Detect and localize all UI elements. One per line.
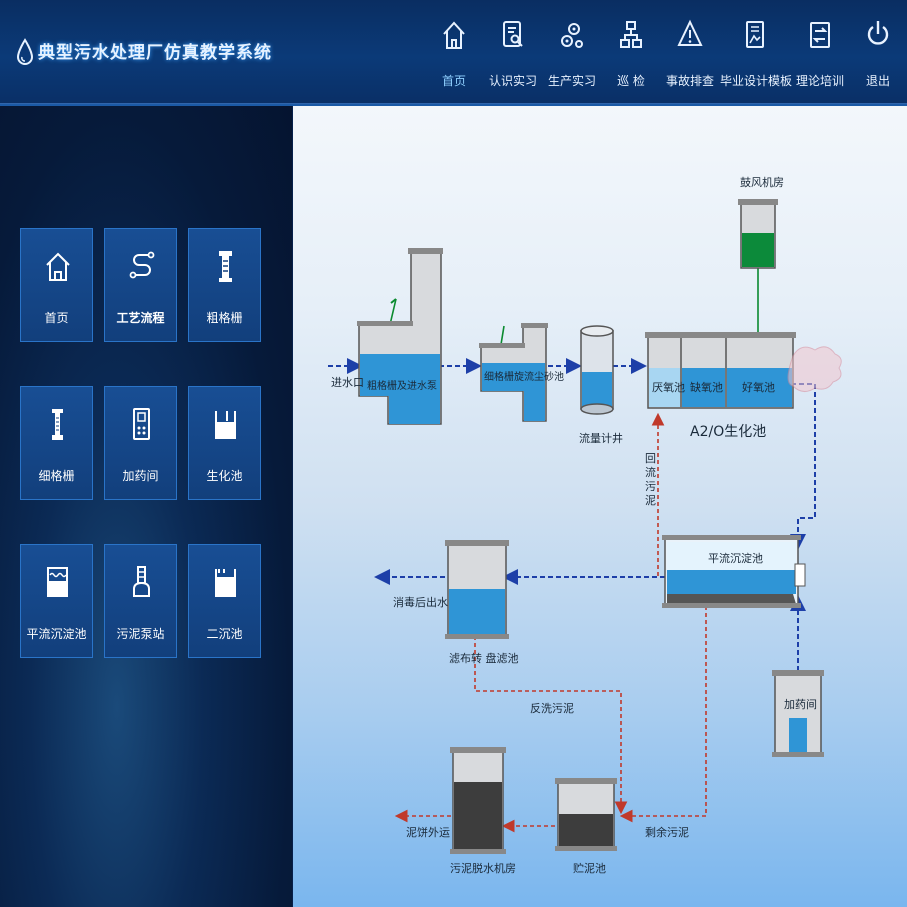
label-sedimentation: 平流沉淀池: [708, 552, 763, 565]
label-aerobic: 好氧池: [742, 381, 775, 394]
dosing-room-icon: [133, 408, 150, 440]
sludge-storage-tank: [555, 778, 617, 851]
label-anoxic: 缺氧池: [690, 381, 723, 394]
sidebar-item-label: 平流沉淀池: [26, 627, 87, 641]
cloud-decoration: [787, 346, 842, 392]
sidebar-item-label: 加药间: [122, 469, 159, 483]
sidebar-item-label: 二沉池: [206, 627, 243, 641]
label-fine-screen: 细格栅旋流尘砂池: [484, 372, 564, 383]
nav-theory-training-label: 理论培训: [795, 74, 844, 88]
blueprint-icon: [746, 21, 764, 48]
flow-excess-sludge: [619, 606, 707, 823]
label-blower: 鼓风机房: [740, 176, 784, 189]
sidebar-item-home[interactable]: 首页: [20, 228, 93, 342]
nav-inspection[interactable]: 巡 检: [596, 14, 666, 94]
flow-backwash: [474, 636, 628, 815]
home-icon: [443, 21, 465, 49]
label-backwash: 反洗污泥: [530, 702, 574, 715]
sidebar-item-label: 污泥泵站: [116, 627, 165, 641]
sidebar-item-label: 细格栅: [38, 469, 75, 483]
nav-production-practice-label: 生产实习: [547, 74, 596, 88]
nav-home[interactable]: 首页: [419, 14, 489, 94]
flow-icon: [129, 251, 155, 279]
nav-production-practice[interactable]: 生产实习: [537, 14, 607, 94]
sedimentation-tank: [662, 535, 806, 608]
coarse-screen-icon: [219, 251, 232, 282]
sidebar-item-label: 首页: [44, 311, 69, 325]
nav-logout[interactable]: 退出: [843, 14, 907, 94]
cloth-filter: [445, 540, 509, 639]
nav-troubleshooting[interactable]: 事故排查: [655, 14, 725, 94]
label-anaerobic: 厌氧池: [652, 381, 685, 394]
hierarchy-icon: [620, 21, 642, 48]
label-cloth-filter: 滤布转 盘滤池: [449, 652, 519, 665]
nav-home-label: 首页: [441, 74, 466, 88]
document-search-icon: [503, 21, 523, 47]
nav-cognition-practice-label: 认识实习: [488, 74, 537, 88]
label-flow-meter: 流量计井: [579, 432, 623, 445]
water-drop-icon: [16, 38, 34, 65]
sidebar-item-sedimentation-tank[interactable]: 平流沉淀池: [20, 544, 93, 658]
power-icon: [867, 21, 889, 45]
fine-screen-icon: [52, 409, 63, 440]
nav-graduation-template-label: 毕业设计模板: [720, 74, 793, 88]
sidebar-item-bio-tank[interactable]: 生化池: [188, 386, 261, 500]
secondary-clarifier-icon: [215, 569, 236, 597]
blower-room: [738, 199, 778, 269]
dewatering-room: [450, 747, 506, 854]
fine-screen-tank: [479, 323, 548, 422]
label-a2o: A2/O生化池: [690, 424, 767, 440]
sludge-pump-icon: [133, 566, 150, 597]
nav-theory-training[interactable]: 理论培训: [785, 14, 855, 94]
bio-tank-icon: [215, 411, 236, 439]
nav-logout-label: 退出: [865, 74, 890, 88]
nav-inspection-label: 巡 检: [617, 74, 645, 88]
sidebar-item-dosing-room[interactable]: 加药间: [104, 386, 177, 500]
nav-graduation-template[interactable]: 毕业设计模板: [720, 14, 793, 94]
label-coarse-screen: 粗格栅及进水泵: [367, 381, 437, 392]
label-cake: 泥饼外运: [406, 826, 450, 839]
label-inlet: 进水口: [331, 376, 364, 389]
warning-icon: [677, 19, 703, 46]
nav-cognition-practice[interactable]: 认识实习: [478, 14, 548, 94]
sedimentation-tank-icon: [47, 567, 68, 597]
coarse-screen-tank: [357, 248, 443, 425]
process-diagram: 进水口 粗格栅及进水泵 细格栅旋流尘砂池 流量计井 鼓风机房 厌氧池 缺氧池 好…: [293, 106, 907, 907]
label-disinfected: 消毒后出水: [393, 596, 448, 609]
process-diagram-canvas: [328, 199, 842, 854]
sidebar-item-label: 粗格栅: [206, 311, 243, 325]
sidebar-item-label: 生化池: [206, 469, 243, 483]
sidebar-item-coarse-screen[interactable]: 粗格栅: [188, 228, 261, 342]
label-dewater: 污泥脱水机房: [450, 862, 516, 875]
app-title: 典型污水处理厂仿真教学系统: [38, 43, 272, 63]
label-excess: 剩余污泥: [645, 826, 689, 839]
sidebar-item-sludge-pump[interactable]: 污泥泵站: [104, 544, 177, 658]
gears-icon: [561, 23, 583, 48]
nav-troubleshooting-label: 事故排查: [665, 74, 714, 88]
label-storage: 贮泥池: [573, 862, 606, 875]
a2o-tank: [645, 332, 796, 409]
exchange-icon: [810, 22, 830, 48]
sidebar-item-process-flow[interactable]: 工艺流程: [104, 228, 177, 342]
flow-meter-well: [580, 325, 614, 415]
top-header: 典型污水处理厂仿真教学系统 首页 认识实习 生产实习 巡 检 事故排查 毕业设计…: [0, 0, 907, 106]
label-return-sludge: 回流污泥: [645, 452, 656, 507]
home-icon: [46, 252, 70, 281]
sidebar-item-secondary-clarifier[interactable]: 二沉池: [188, 544, 261, 658]
dosing-room: [772, 670, 824, 757]
sidebar-item-fine-screen[interactable]: 细格栅: [20, 386, 93, 500]
sidebar-item-label: 工艺流程: [116, 311, 165, 325]
sidebar: 首页 工艺流程 粗格栅 细格栅 加药间 生化池 平流沉淀池 污泥泵站 二沉池: [0, 106, 292, 907]
label-dosing: 加药间: [784, 698, 817, 711]
